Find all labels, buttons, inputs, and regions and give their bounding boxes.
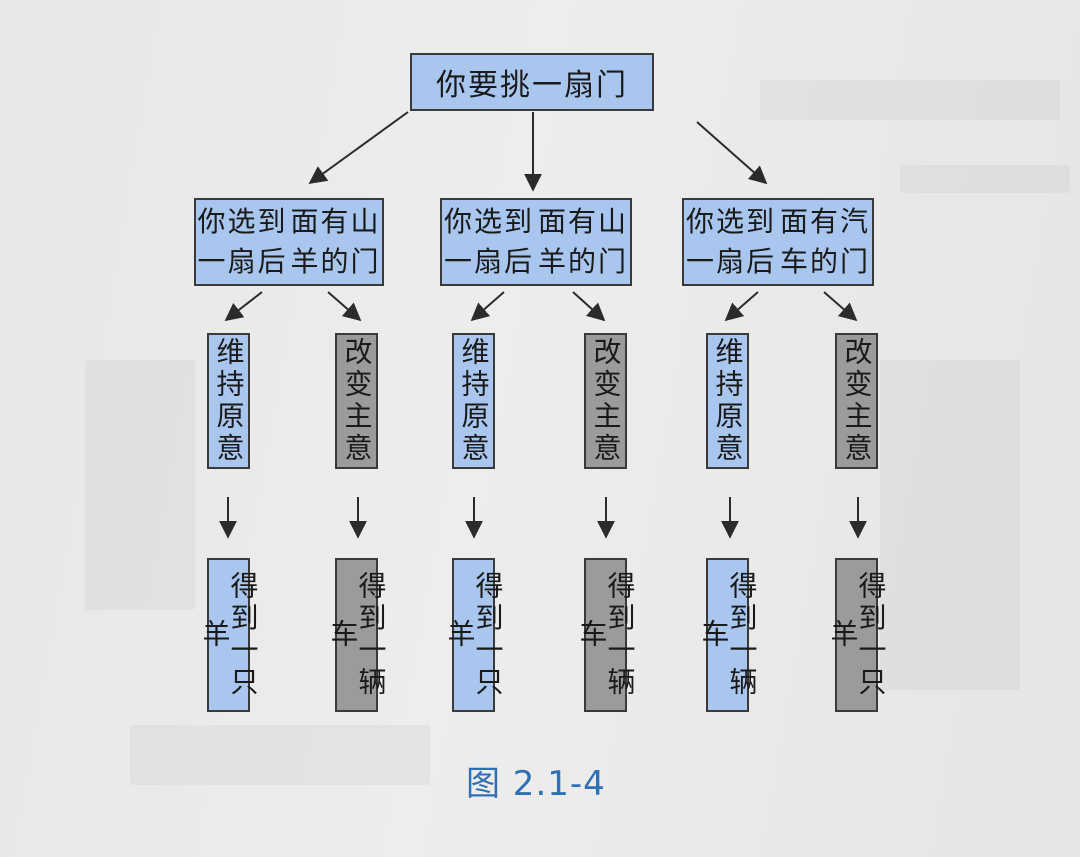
branch-1-switch-choice: 改变主意 [335, 333, 378, 469]
root-node: 你要挑一扇门 [410, 53, 654, 111]
branch-2-switch-choice: 改变主意 [584, 333, 627, 469]
arrow-branch-1-switch [327, 291, 362, 322]
branch-2-keep-result: 得到一只羊 [444, 558, 505, 712]
arrow-branch-2-switch [572, 291, 606, 322]
show-through-figure [880, 360, 1020, 690]
branch-node-2-line2: 面有山羊的门 [537, 205, 628, 278]
branch-node-3: 你选到一扇后 面有汽车的门 [682, 198, 874, 286]
arrow-root-to-branch-1 [308, 111, 409, 185]
branch-3-keep-choice: 维持原意 [706, 333, 749, 469]
arrow-root-to-branch-3 [696, 121, 768, 185]
branch-node-1: 你选到一扇后 面有山羊的门 [194, 198, 384, 286]
branch-node-3-line2: 面有汽车的门 [779, 205, 870, 278]
branch-2-keep-choice: 维持原意 [452, 333, 495, 469]
show-through-text [900, 165, 1070, 193]
show-through-figure [85, 360, 195, 610]
figure-caption: 图 2.1-4 [466, 764, 606, 804]
branch-node-1-line2: 面有山羊的门 [290, 205, 381, 278]
branch-node-3-line1: 你选到一扇后 [685, 205, 776, 278]
show-through-text [130, 725, 430, 785]
branch-node-2-line1: 你选到一扇后 [443, 205, 534, 278]
branch-2-switch-result: 得到一辆车 [576, 558, 637, 712]
branch-node-1-line1: 你选到一扇后 [197, 205, 288, 278]
arrow-branch-2-keep [470, 291, 505, 322]
show-through-text [760, 80, 1060, 120]
arrow-branch-3-keep [724, 291, 759, 322]
branch-1-switch-result: 得到一辆车 [327, 558, 388, 712]
branch-1-keep-choice: 维持原意 [207, 333, 250, 469]
branch-1-keep-result: 得到一只羊 [199, 558, 260, 712]
branch-node-2: 你选到一扇后 面有山羊的门 [440, 198, 632, 286]
branch-3-keep-result: 得到一辆车 [698, 558, 759, 712]
arrow-branch-3-switch [823, 291, 858, 322]
branch-3-switch-result: 得到一只羊 [827, 558, 888, 712]
arrow-branch-1-keep [224, 291, 263, 322]
branch-3-switch-choice: 改变主意 [835, 333, 878, 469]
